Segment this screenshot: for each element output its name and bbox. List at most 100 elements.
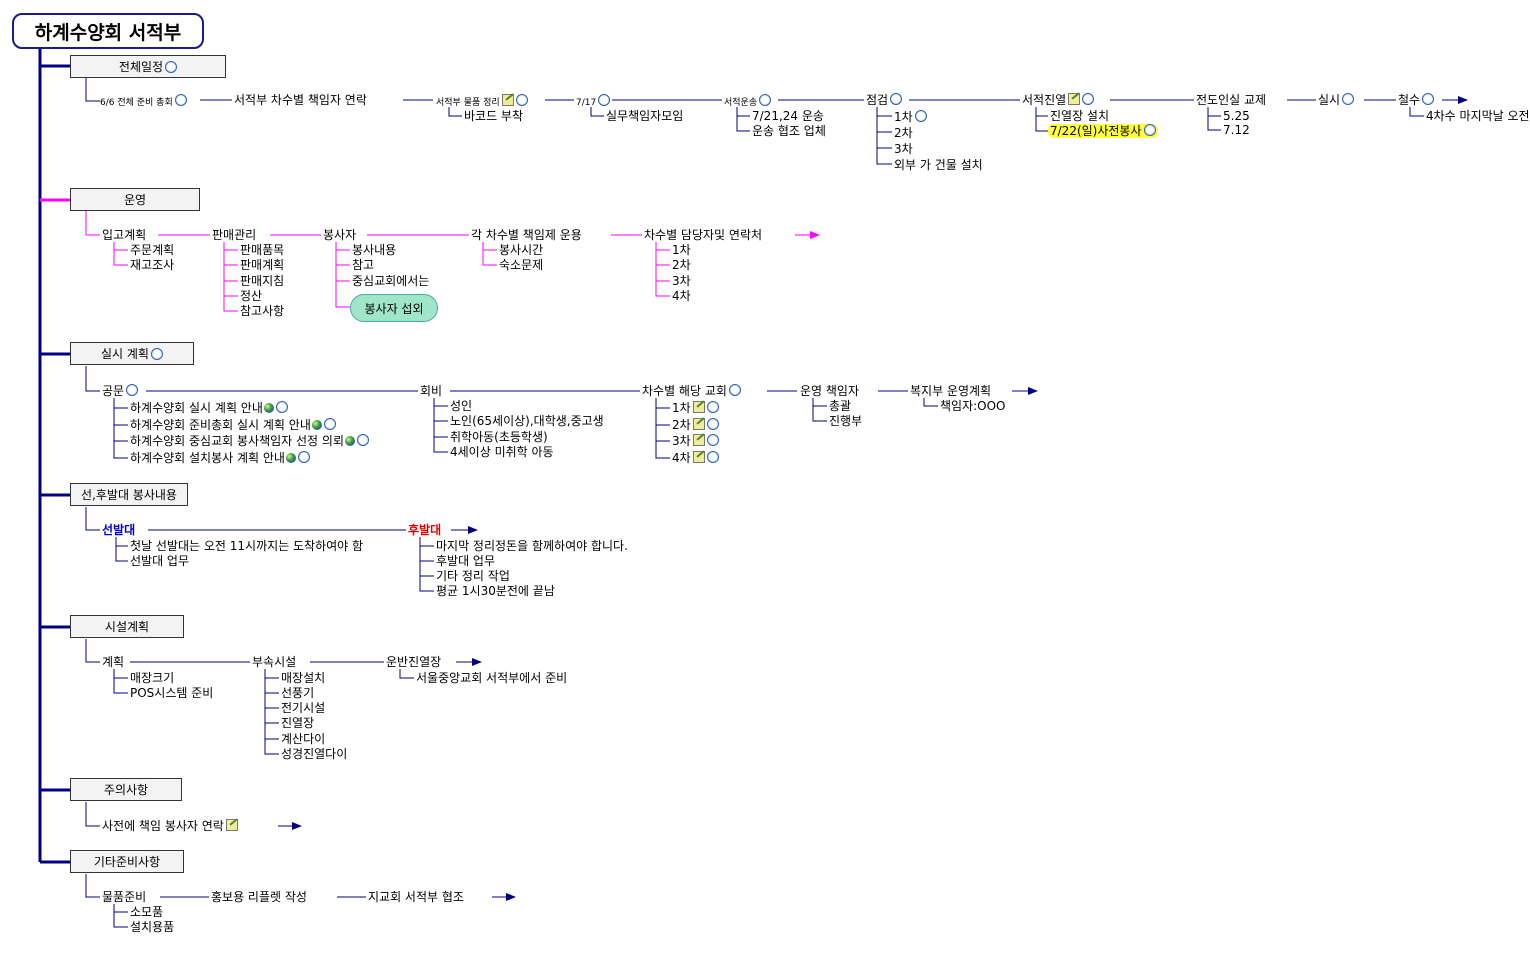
node-contact-3[interactable]: 3차: [672, 274, 691, 288]
node-branch-cooperation[interactable]: 지교회 서적부 협조: [368, 890, 464, 904]
node-advance-arrival[interactable]: 첫날 선발대는 오전 11시까지는 도착하여야 함: [130, 539, 364, 553]
node-fee-adult[interactable]: 성인: [450, 399, 473, 413]
node-rear-cleanup[interactable]: 마지막 정리정돈을 함께하여야 합니다.: [436, 539, 628, 553]
node-evangelist-fellowship[interactable]: 전도인실 교제: [1196, 93, 1267, 107]
node-facility-plan[interactable]: 계획: [102, 655, 125, 669]
node-round-responsibility[interactable]: 각 차수별 책임제 운용: [471, 228, 582, 242]
section-schedule[interactable]: 전체일정: [70, 55, 226, 78]
node-welfare-plan[interactable]: 복지부 운영계획: [910, 384, 992, 398]
node-display-install[interactable]: 진열장 설치: [1050, 109, 1110, 123]
node-goods-sort[interactable]: 서적부 물품 정리: [436, 94, 528, 109]
node-contact-2[interactable]: 2차: [672, 258, 691, 272]
node-last-day[interactable]: 4차수 마지막날 오전: [1426, 109, 1530, 123]
node-letter-3[interactable]: 하계수양회 중심교회 봉사책임자 선정 의뢰: [130, 434, 369, 448]
node-round-church[interactable]: 차수별 해당 교회: [642, 384, 741, 398]
node-transport-company[interactable]: 운송 협조 업체: [752, 124, 826, 138]
node-book-transport[interactable]: 서적운송: [724, 94, 772, 109]
section-advance-rear[interactable]: 선,후발대 봉사내용: [70, 483, 188, 506]
node-notes[interactable]: 참고사항: [240, 304, 285, 318]
section-other-prep[interactable]: 기타준비사항: [70, 850, 184, 873]
node-date-717[interactable]: 7/17: [576, 94, 611, 109]
node-church-2[interactable]: 2차: [672, 418, 719, 432]
node-letter-1[interactable]: 하계수양회 실시 계획 안내: [130, 401, 288, 415]
node-advance-duty[interactable]: 선발대 업무: [130, 554, 190, 568]
node-service-time[interactable]: 봉사시간: [499, 243, 544, 257]
node-advance-contact[interactable]: 사전에 책임 봉사자 연락: [102, 819, 238, 833]
node-church-1[interactable]: 1차: [672, 401, 719, 415]
node-mobile-showcase[interactable]: 운반진열장: [386, 655, 442, 669]
node-annex[interactable]: 부속시설: [252, 655, 297, 669]
node-counter[interactable]: 계산다이: [281, 732, 326, 746]
node-withdraw[interactable]: 철수: [1398, 93, 1435, 107]
node-pre-service[interactable]: 7/22(일)사전봉사: [1048, 124, 1158, 138]
node-central-church[interactable]: 중심교회에서는: [352, 274, 430, 288]
node-outdoor-building[interactable]: 외부 가 건물 설치: [894, 158, 983, 172]
node-stock-plan[interactable]: 입고계획: [102, 228, 147, 242]
node-sales-guide[interactable]: 판매지침: [240, 274, 285, 288]
node-store-size[interactable]: 매장크기: [130, 671, 175, 685]
node-progress-dept[interactable]: 진행부: [829, 414, 863, 428]
node-advance-team[interactable]: 선발대: [102, 523, 136, 537]
node-book-display[interactable]: 서적진열: [1022, 93, 1095, 107]
node-official-letter[interactable]: 공문: [102, 384, 139, 398]
node-inspection[interactable]: 점검: [866, 93, 903, 107]
node-execution[interactable]: 실시: [1318, 93, 1355, 107]
node-transport-dates[interactable]: 7/21,24 운송: [752, 109, 824, 123]
section-facility[interactable]: 시설계획: [70, 615, 184, 638]
node-letter-4[interactable]: 하계수양회 설치봉사 계획 안내: [130, 451, 310, 465]
node-volunteers[interactable]: 봉사자: [323, 228, 357, 242]
node-seoul-church[interactable]: 서울중앙교회 서적부에서 준비: [416, 671, 568, 685]
node-showcase[interactable]: 진열장: [281, 716, 315, 730]
node-letter-2[interactable]: 하계수양회 준비총회 실시 계획 안내: [130, 418, 336, 432]
node-contact-1[interactable]: 1차: [672, 243, 691, 257]
node-pos-system[interactable]: POS시스템 준비: [130, 686, 214, 700]
node-electric[interactable]: 전기시설: [281, 701, 326, 715]
node-date-525[interactable]: 5.25: [1223, 109, 1250, 123]
node-sales-plan[interactable]: 판매계획: [240, 258, 285, 272]
node-staff-meeting[interactable]: 실무책임자모임: [606, 109, 684, 123]
node-store-install[interactable]: 매장설치: [281, 671, 326, 685]
node-general-manager[interactable]: 총괄: [829, 399, 852, 413]
node-church-3[interactable]: 3차: [672, 434, 719, 448]
node-round-3[interactable]: 3차: [894, 142, 913, 156]
node-bible-stand[interactable]: 성경진열다이: [281, 747, 348, 761]
globe-icon: [263, 403, 274, 413]
node-rear-other[interactable]: 기타 정리 작업: [436, 569, 510, 583]
node-fee-senior[interactable]: 노인(65세이상),대학생,중고생: [450, 414, 604, 428]
node-sales-mgmt[interactable]: 판매관리: [212, 228, 257, 242]
node-lodging[interactable]: 숙소문제: [499, 258, 544, 272]
node-fan[interactable]: 선풍기: [281, 686, 315, 700]
node-install-goods[interactable]: 설치용품: [130, 920, 175, 934]
node-sales-items[interactable]: 판매품목: [240, 243, 285, 257]
root-topic[interactable]: 하계수양회 서적부: [12, 13, 204, 49]
node-round-1[interactable]: 1차: [894, 110, 927, 124]
node-service-content[interactable]: 봉사내용: [352, 243, 397, 257]
node-barcode[interactable]: 바코드 부착: [464, 109, 524, 123]
node-contact-4[interactable]: 4차: [672, 289, 691, 303]
node-round-2[interactable]: 2차: [894, 126, 913, 140]
node-consumables[interactable]: 소모품: [130, 905, 164, 919]
node-volunteer-recruit[interactable]: 봉사자 섭외: [350, 294, 438, 322]
node-fee[interactable]: 회비: [420, 384, 443, 398]
node-fee-child[interactable]: 취학아동(초등학생): [450, 430, 548, 444]
node-date-712[interactable]: 7.12: [1223, 123, 1250, 137]
node-rear-finish[interactable]: 평균 1시30분전에 끝남: [436, 584, 555, 598]
node-rear-duty[interactable]: 후발대 업무: [436, 554, 496, 568]
node-leaflet[interactable]: 홍보용 리플렛 작성: [211, 890, 307, 904]
section-cautions[interactable]: 주의사항: [70, 778, 182, 801]
node-rear-team[interactable]: 후발대: [408, 523, 442, 537]
node-inventory[interactable]: 재고조사: [130, 258, 175, 272]
node-round-contacts[interactable]: 차수별 담당자및 연락처: [644, 228, 763, 242]
node-reference[interactable]: 참고: [352, 258, 375, 272]
node-fee-toddler[interactable]: 4세이상 미취학 아동: [450, 445, 554, 459]
node-welfare-manager[interactable]: 책임자:OOO: [940, 399, 1006, 413]
node-church-4[interactable]: 4차: [672, 451, 719, 465]
node-order-plan[interactable]: 주문계획: [130, 243, 175, 257]
node-supplies[interactable]: 물품준비: [102, 890, 147, 904]
section-execution-plan[interactable]: 실시 계획: [70, 342, 194, 365]
node-contact-leaders[interactable]: 서적부 차수별 책임자 연락: [234, 93, 367, 107]
section-operation[interactable]: 운영: [70, 188, 200, 211]
node-general-meeting[interactable]: 6/6 전체 준비 총회: [100, 94, 187, 109]
node-operation-manager[interactable]: 운영 책임자: [800, 384, 860, 398]
node-settlement[interactable]: 정산: [240, 289, 263, 303]
